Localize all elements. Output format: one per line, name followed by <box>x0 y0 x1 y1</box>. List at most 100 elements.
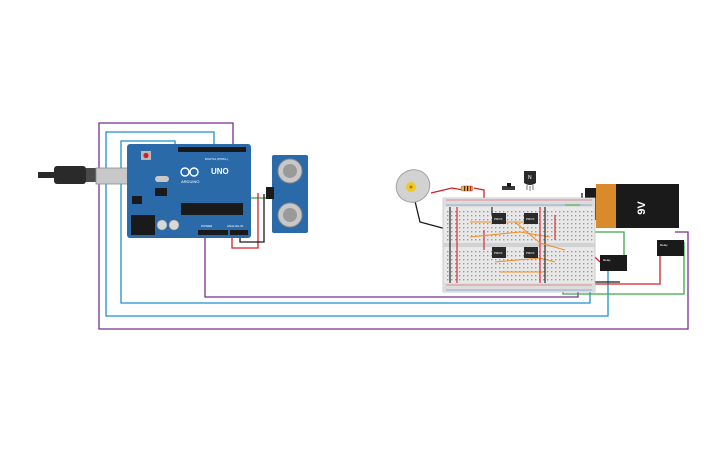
resistor[interactable] <box>460 185 474 192</box>
breadboard-hole <box>495 239 497 241</box>
breadboard-hole <box>495 259 497 261</box>
battery-9v[interactable]: 9V <box>585 184 679 228</box>
breadboard-hole <box>467 227 469 229</box>
breadboard-hole <box>467 259 469 261</box>
breadboard-hole <box>447 279 449 281</box>
breadboard-hole <box>471 235 473 237</box>
breadboard-hole <box>547 219 549 221</box>
breadboard-hole <box>447 227 449 229</box>
breadboard-hole <box>547 279 549 281</box>
transistor[interactable]: N <box>524 171 536 191</box>
breadboard-hole <box>487 251 489 253</box>
breadboard-hole <box>559 235 561 237</box>
breadboard-hole <box>499 271 501 273</box>
breadboard-center-channel <box>443 243 595 247</box>
breadboard-hole <box>591 271 593 273</box>
breadboard-hole <box>571 219 573 221</box>
breadboard-hole <box>447 275 449 277</box>
red-motor-wire[interactable] <box>430 187 464 194</box>
blue-wire-2[interactable] <box>120 140 591 304</box>
breadboard-hole <box>551 267 553 269</box>
arduino-model-text: UNO <box>211 167 229 176</box>
breadboard-hole <box>591 231 593 233</box>
breadboard-hole <box>571 227 573 229</box>
relay-1[interactable]: Relay <box>600 255 627 271</box>
red-sensor-wire[interactable] <box>231 193 259 249</box>
breadboard-hole <box>587 267 589 269</box>
breadboard-hole <box>531 211 533 213</box>
breadboard-hole <box>579 219 581 221</box>
breadboard-hole <box>483 223 485 225</box>
breadboard-hole <box>471 227 473 229</box>
breadboard-hole <box>459 251 461 253</box>
breadboard-hole <box>559 275 561 277</box>
breadboard-hole <box>579 271 581 273</box>
breadboard-hole <box>583 279 585 281</box>
breadboard-hole <box>547 235 549 237</box>
breadboard-hole <box>479 215 481 217</box>
breadboard-hole <box>491 259 493 261</box>
breadboard-hole <box>523 215 525 217</box>
breadboard-hole <box>447 215 449 217</box>
microcontroller-chip <box>181 203 243 215</box>
breadboard-hole <box>571 251 573 253</box>
breadboard-hole <box>491 251 493 253</box>
breadboard-hole <box>579 235 581 237</box>
breadboard-hole <box>495 263 497 265</box>
breadboard-hole <box>491 267 493 269</box>
breadboard-hole <box>499 227 501 229</box>
breadboard-hole <box>555 279 557 281</box>
breadboard-hole <box>543 239 545 241</box>
chip-2-label: PROX <box>526 217 535 221</box>
breadboard-hole <box>587 259 589 261</box>
breadboard-hole <box>471 255 473 257</box>
breadboard-hole <box>459 255 461 257</box>
breadboard[interactable] <box>442 197 596 293</box>
red-relay-wire-2[interactable] <box>570 252 661 285</box>
slide-switch[interactable] <box>502 183 515 190</box>
breadboard-hole <box>511 239 513 241</box>
arduino-uno-board[interactable]: UNO ARDUINO DIGITAL (PWM~) POWER ANALOG … <box>38 144 251 238</box>
breadboard-hole <box>583 271 585 273</box>
breadboard-hole <box>495 235 497 237</box>
breadboard-rail-top <box>443 198 595 207</box>
breadboard-hole <box>459 235 461 237</box>
breadboard-hole <box>487 211 489 213</box>
breadboard-hole <box>503 263 505 265</box>
breadboard-hole <box>511 223 513 225</box>
breadboard-hole <box>455 239 457 241</box>
breadboard-hole <box>531 259 533 261</box>
breadboard-hole <box>451 271 453 273</box>
battery-orange-band <box>596 184 616 228</box>
breadboard-hole <box>511 263 513 265</box>
breadboard-hole <box>583 239 585 241</box>
blue-wire-1[interactable] <box>105 131 609 317</box>
chip-3[interactable]: PROX <box>492 247 506 258</box>
breadboard-hole <box>519 279 521 281</box>
breadboard-hole <box>587 235 589 237</box>
breadboard-hole <box>463 219 465 221</box>
chip-2[interactable]: PROX <box>524 213 538 224</box>
breadboard-hole <box>531 279 533 281</box>
breadboard-hole <box>487 219 489 221</box>
relay-2[interactable]: Relay <box>657 240 684 256</box>
purple-wire-outer[interactable] <box>98 122 689 330</box>
breadboard-hole <box>463 279 465 281</box>
chip-1[interactable]: PROX <box>492 213 506 224</box>
breadboard-hole <box>535 227 537 229</box>
breadboard-hole <box>567 211 569 213</box>
breadboard-hole <box>523 279 525 281</box>
breadboard-hole <box>511 255 513 257</box>
breadboard-hole <box>575 279 577 281</box>
breadboard-hole <box>495 271 497 273</box>
breadboard-hole <box>479 223 481 225</box>
chip-4[interactable]: PROX <box>524 247 538 258</box>
dc-motor[interactable] <box>390 164 435 209</box>
breadboard-hole <box>563 263 565 265</box>
bb-orange-wire-5[interactable] <box>514 221 566 251</box>
breadboard-hole <box>507 227 509 229</box>
breadboard-hole <box>527 211 529 213</box>
breadboard-hole <box>567 235 569 237</box>
ultrasonic-sensor[interactable] <box>266 155 308 233</box>
breadboard-hole <box>519 263 521 265</box>
